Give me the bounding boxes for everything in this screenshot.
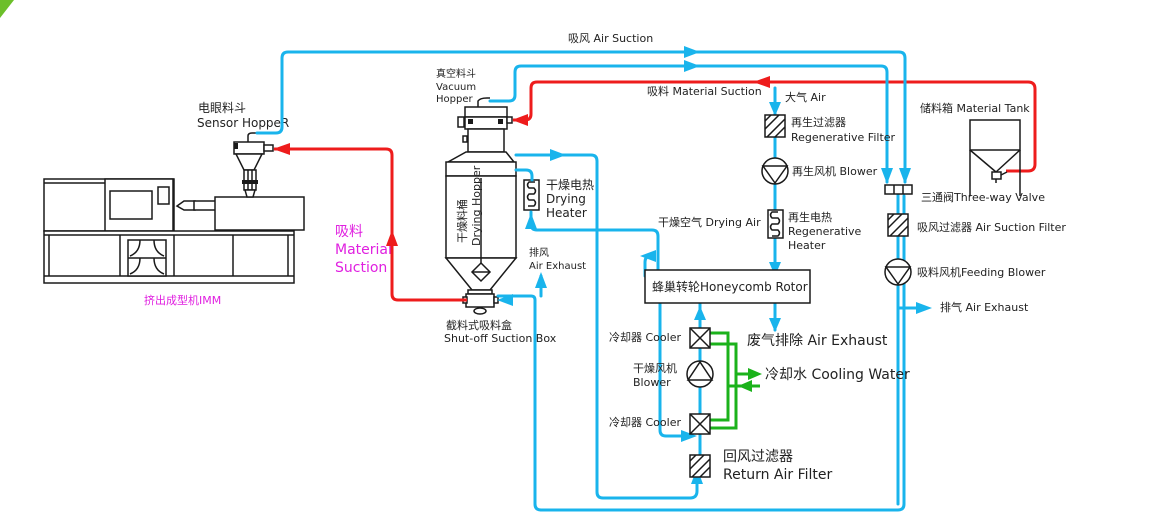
drying-air-label: 干燥空气 Drying Air bbox=[658, 215, 761, 229]
drying-heater-en-1: Drying bbox=[546, 192, 586, 206]
tank-outlet bbox=[991, 171, 1008, 183]
arrow-material-top bbox=[753, 76, 770, 88]
feeding-blower-icon bbox=[884, 258, 912, 286]
cooling-water-label: 冷却水 Cooling Water bbox=[765, 367, 910, 383]
regen-filter-en: Regenerative Filter bbox=[791, 131, 896, 144]
feeding-blower-label: 吸料风机Feeding Blower bbox=[917, 265, 1046, 279]
air-suction-top-label: 吸风 Air Suction bbox=[568, 32, 653, 45]
regen-heater-en-1: Regenerative bbox=[788, 225, 862, 238]
air-exhaust-left-cn: 排风 bbox=[529, 246, 549, 259]
material-suction-left-en-2: Suction bbox=[335, 260, 387, 276]
honeycomb-rotor bbox=[644, 269, 811, 304]
suction-box-en: Shut-off Suction Box bbox=[444, 332, 557, 345]
cooler-top-icon bbox=[689, 327, 711, 349]
drying-blower-en: Blower bbox=[633, 376, 671, 389]
regen-filter-icon bbox=[764, 114, 786, 138]
material-lines bbox=[273, 76, 1037, 302]
arrow-material-up bbox=[386, 230, 398, 246]
atmosphere-air-label: 大气 Air bbox=[785, 90, 826, 104]
three-way-valve-label: 三通阀Three-way Valve bbox=[921, 190, 1045, 204]
drying-hopper-cn: 干燥料桶 bbox=[455, 199, 469, 243]
arrow-material-vacuum bbox=[512, 114, 528, 126]
sensor-hopper-en: Sensor HoppeR bbox=[197, 116, 289, 130]
suction-box-cn: 截料式吸料盒 bbox=[446, 318, 512, 332]
drying-heater-icon bbox=[523, 179, 540, 211]
cooler-bottom-icon bbox=[689, 413, 711, 435]
sensor-hopper bbox=[233, 132, 274, 198]
vacuum-hopper bbox=[457, 97, 513, 153]
air-exhaust-left-en: Air Exhaust bbox=[529, 261, 586, 272]
air-lines bbox=[255, 46, 932, 512]
vacuum-hopper-cn: 真空料斗 bbox=[436, 67, 476, 80]
drying-hopper bbox=[444, 151, 518, 291]
arrow-material-sensor bbox=[273, 143, 290, 155]
exhaust-right-label: 排气 Air Exhaust bbox=[940, 300, 1029, 314]
cooler-top-label: 冷却器 Cooler bbox=[609, 331, 681, 344]
vacuum-hopper-en-2: Hopper bbox=[436, 94, 473, 105]
arrow-air-suction-top bbox=[684, 46, 700, 58]
material-suction-left-en-1: Material bbox=[335, 242, 392, 258]
cooler-bottom-label: 冷却器 Cooler bbox=[609, 416, 681, 429]
drying-heater-cn: 干燥电热 bbox=[546, 178, 594, 192]
return-filter-en: Return Air Filter bbox=[723, 467, 832, 483]
waste-air-exhaust-label: 废气排除 Air Exhaust bbox=[747, 333, 888, 349]
regen-blower-label: 再生风机 Blower bbox=[792, 164, 878, 178]
regen-heater-cn: 再生电热 bbox=[788, 210, 832, 224]
drying-heater-en-2: Heater bbox=[546, 206, 587, 220]
material-tank-label: 储料箱 Material Tank bbox=[920, 101, 1030, 115]
material-suction-top-label: 吸料 Material Suction bbox=[647, 84, 762, 98]
return-air-filter-icon bbox=[689, 454, 711, 478]
regen-heater-en-2: Heater bbox=[788, 239, 826, 252]
shut-off-suction-box bbox=[462, 289, 499, 315]
regen-heater-icon bbox=[767, 209, 784, 239]
three-way-valve-icon bbox=[884, 184, 913, 195]
drying-hopper-en: Drying Hopper bbox=[470, 165, 483, 246]
honeycomb-rotor-label: 蜂巢转轮Honeycomb Rotor bbox=[652, 279, 808, 294]
imm-machine bbox=[43, 178, 305, 284]
material-tank bbox=[969, 119, 1021, 196]
cooling-water-lines bbox=[710, 331, 762, 430]
sensor-hopper-cn: 电眼料斗 bbox=[198, 101, 246, 115]
air-suction-filter-label: 吸风过滤器 Air Suction Filter bbox=[917, 221, 1066, 234]
material-suction-left-cn: 吸料 bbox=[335, 224, 363, 240]
regen-filter-cn: 再生过滤器 bbox=[791, 115, 846, 129]
vacuum-hopper-en-1: Vacuum bbox=[436, 82, 476, 93]
corner-accent bbox=[0, 0, 14, 18]
drying-blower-cn: 干燥风机 bbox=[633, 361, 677, 375]
air-suction-filter-icon bbox=[887, 213, 909, 237]
imm-label: 挤出成型机IMM bbox=[144, 293, 221, 307]
return-filter-cn: 回风过滤器 bbox=[723, 449, 793, 465]
regen-blower-icon bbox=[761, 157, 789, 185]
drying-blower-icon bbox=[686, 360, 714, 388]
